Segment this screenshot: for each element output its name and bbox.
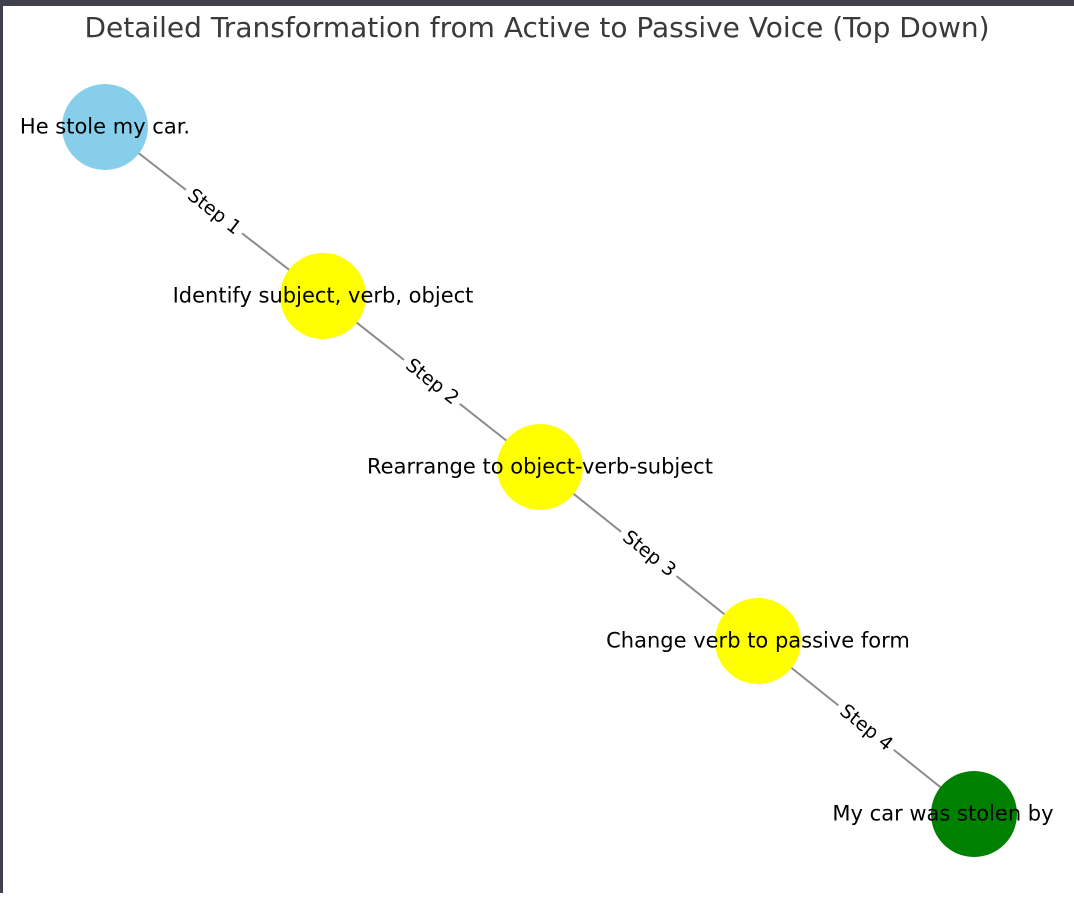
node-label-active-sentence: He stole my car. <box>19 114 191 139</box>
graph-node-change-verb-step <box>715 598 801 684</box>
graph-node-identify-step <box>280 253 366 339</box>
node-label-change-verb-step: Change verb to passive form <box>606 628 910 653</box>
node-label-rearrange-step: Rearrange to object-verb-subject <box>367 454 713 479</box>
node-label-passive-sentence: My car was stolen by <box>832 801 1054 826</box>
figure-title: Detailed Transformation from Active to P… <box>84 11 990 44</box>
edge-label-step-4: Step 4 <box>830 696 902 759</box>
edge-label-step-3: Step 3 <box>613 522 685 586</box>
window-left-edge <box>0 0 3 893</box>
graph-node-rearrange-step <box>497 424 583 510</box>
window-top-edge <box>0 0 1074 6</box>
edge-label-step-1: Step 1 <box>178 180 250 243</box>
node-label-identify-step: Identify subject, verb, object <box>172 283 474 308</box>
graph-node-passive-sentence <box>931 771 1017 857</box>
edge-label-step-2: Step 2 <box>396 350 467 413</box>
graph-node-active-sentence <box>62 84 148 170</box>
